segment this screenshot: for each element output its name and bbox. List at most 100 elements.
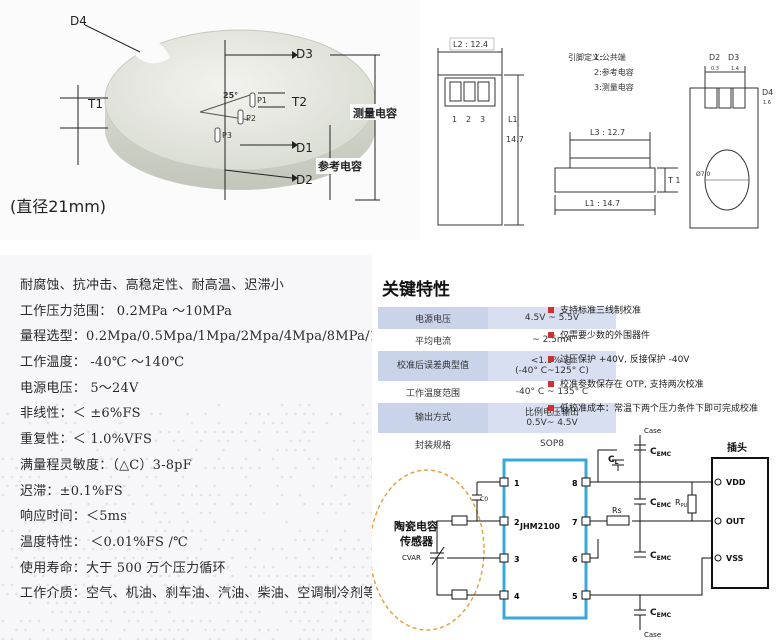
side-view-body: [555, 168, 655, 192]
label-d3-value: 1.4: [731, 66, 739, 72]
label-cl-main: C: [608, 455, 615, 465]
decor-dot: [105, 629, 108, 632]
feature-bullet-text: 仅需要少数的外围器件: [560, 331, 650, 341]
decor-dot: [123, 629, 126, 632]
decor-dot: [24, 629, 27, 632]
decor-dot: [15, 593, 18, 596]
decor-dot: [11, 548, 14, 551]
label-cemc-1-main: C: [650, 447, 657, 457]
decor-dot: [177, 629, 180, 632]
decor-dot: [213, 629, 216, 632]
decor-dot: [2, 494, 5, 497]
pin-def-2: 2:参考电容: [594, 67, 634, 77]
decor-dot: [87, 611, 90, 614]
label-cemc-2-sub: EMC: [657, 502, 672, 509]
label-l1: L1: [508, 115, 518, 124]
decor-dot: [38, 620, 41, 623]
front-pin-1: [450, 82, 461, 101]
label-t1-side: T 1: [667, 176, 681, 185]
label-case-top: Case: [644, 427, 661, 435]
spec-item: 温度特性： ＜0.01%FS /℃: [20, 530, 372, 556]
feature-bullet: 低校准成本：常温下两个压力条件下即可完成校准: [548, 403, 758, 428]
leader-d4: [85, 25, 140, 52]
diameter-caption: (直径21mm): [10, 197, 106, 216]
label-t1: T1: [87, 97, 103, 111]
label-cl-sub: L: [615, 459, 619, 466]
decor-dot: [42, 629, 45, 632]
label-l3: L3 : 12.7: [590, 128, 625, 137]
connector-box: [712, 458, 768, 588]
chip-pin-6-box: [582, 554, 590, 562]
table-value: SOP8: [488, 433, 616, 455]
decor-dot: [150, 611, 153, 614]
decor-dot: [290, 620, 293, 623]
decor-dot: [222, 629, 225, 632]
cvar-arrow: [432, 547, 444, 565]
wire-sense-top: [437, 521, 452, 553]
decor-dot: [321, 611, 324, 614]
spec-item: 使用寿命：大于 500 万个压力循环: [20, 556, 372, 582]
chip-pin-5-box: [582, 591, 590, 599]
chip-pin-2: 2: [514, 518, 520, 527]
decor-dot: [65, 620, 68, 623]
decor-dot: [15, 467, 18, 470]
label-d2-value: 0.3: [711, 66, 719, 72]
spec-item: 非线性：＜ ±6%FS: [20, 401, 372, 427]
decor-dot: [11, 458, 14, 461]
decor-dot: [20, 620, 23, 623]
specs-panel: 耐腐蚀、抗冲击、高稳定性、耐高温、迟滞小 工作压力范围： 0.2MPa ～10M…: [0, 255, 372, 640]
label-l1-value: 14.7: [506, 135, 524, 144]
dimension-drawing-svg: 1 2 3 L2 : 12.4 L1 14.7 引脚定义: 1:公共端 2:参考…: [420, 0, 780, 240]
chip-pin-6: 6: [572, 555, 578, 564]
table-key: 输出方式: [378, 403, 488, 433]
label-d2: D2: [296, 173, 313, 187]
label-d2-dims: D2: [709, 53, 720, 62]
decor-dot: [303, 611, 306, 614]
label-d3-dims: D3: [728, 53, 739, 62]
decor-dot: [267, 629, 270, 632]
label-cl: CL: [608, 455, 619, 466]
decor-dot: [6, 485, 9, 488]
label-rs: Rs: [612, 506, 622, 515]
decor-dot: [60, 611, 63, 614]
spec-item: 响应时间：＜5ms: [20, 504, 372, 530]
label-d1: D1: [296, 141, 313, 155]
label-cemc-2-main: C: [650, 498, 657, 508]
decor-dot: [60, 629, 63, 632]
decor-dot: [159, 629, 162, 632]
chip-pin-3-box: [500, 554, 508, 562]
resistor-rs: [607, 516, 629, 525]
decor-dot: [276, 629, 279, 632]
label-ref-cap: 参考电容: [318, 159, 362, 173]
pin-num-1: 1: [452, 115, 457, 124]
table-key: 校准后误差典型值: [378, 351, 488, 381]
wire-vss: [590, 558, 712, 595]
pin-num-3: 3: [480, 115, 485, 124]
spec-item: 迟滞：±0.1%FS: [20, 479, 372, 505]
sensor-label-2: 传感器: [399, 534, 434, 548]
pin-p3: [215, 128, 220, 142]
decor-dot: [155, 620, 158, 623]
decor-dot: [366, 629, 369, 632]
sensor-photo-panel: D4 D3 T1 T2 D1 D2 25° P1 P2 P3 测量电容 参考电容: [0, 0, 420, 240]
feature-bullet-text: 过压保护 +40V, 反接保护 -40V: [560, 355, 689, 365]
decor-dot: [200, 620, 203, 623]
spec-item: 工作温度： -40℃ ～140℃: [20, 350, 372, 376]
table-key: 工作温度范围: [378, 381, 488, 403]
features-panel: 关键特性 电源电压 4.5V ~ 5.5V 平均电流 ~ 2.5mA 校准后误差…: [372, 255, 780, 640]
decor-dot: [141, 611, 144, 614]
decor-dot: [150, 629, 153, 632]
label-cvar: CVAR: [402, 554, 421, 562]
label-t2: T2: [291, 95, 307, 109]
decor-dot: [362, 620, 365, 623]
chip-right-pins: 8 7 6 5: [572, 478, 590, 601]
sensor-photo-svg: D4 D3 T1 T2 D1 D2 25° P1 P2 P3 测量电容 参考电容: [0, 0, 420, 240]
chip-pin-1: 1: [514, 479, 520, 488]
pin-def-3: 3:测量电容: [594, 82, 634, 92]
table-key: 电源电压: [378, 307, 488, 329]
decor-dot: [2, 458, 5, 461]
conn-vss: VSS: [726, 554, 744, 563]
back-pin-1: [705, 88, 717, 108]
decor-dot: [168, 611, 171, 614]
decor-dot: [249, 611, 252, 614]
